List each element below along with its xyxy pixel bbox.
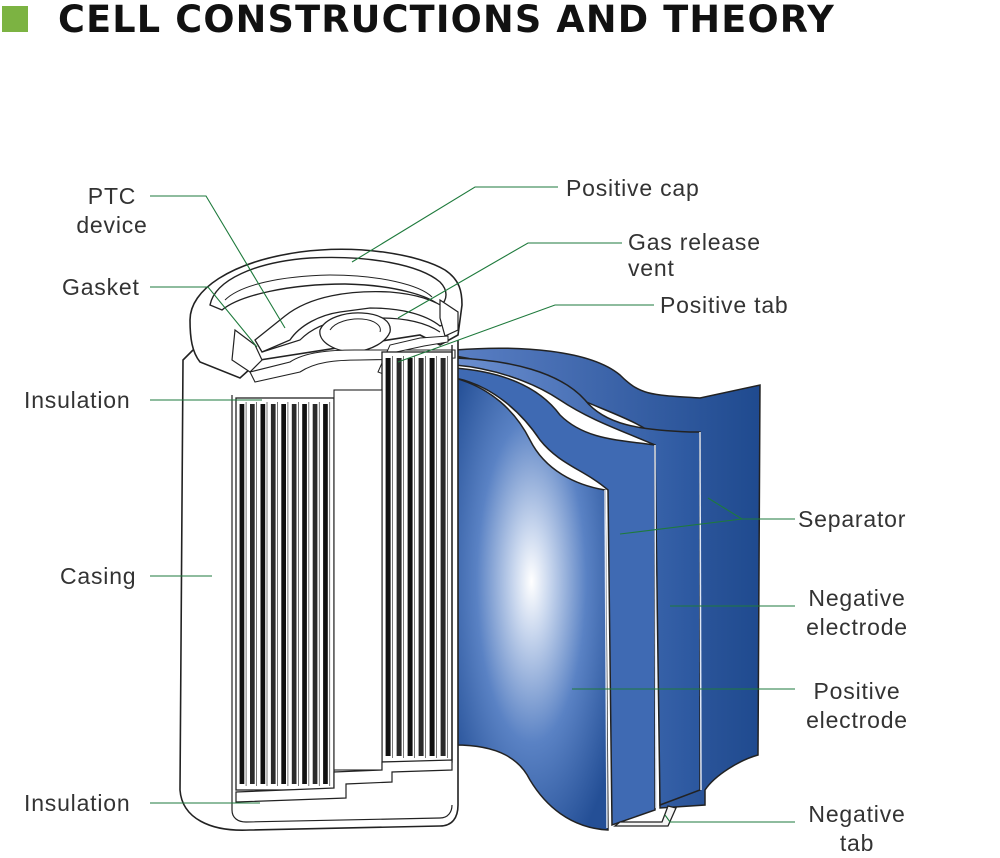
- label-gasket: Gasket: [62, 274, 140, 300]
- electrode-layer-stripe: [250, 404, 255, 784]
- electrode-layer-stripe: [270, 404, 276, 784]
- electrode-layer-stripe: [302, 404, 307, 784]
- label-negative-tab: Negative tab: [808, 801, 906, 856]
- leader-gasket: [150, 286, 258, 348]
- gasket-right: [439, 298, 459, 337]
- label-ptc-device: PTC device: [76, 183, 148, 238]
- label-negative-electrode: Negative electrode: [806, 585, 908, 640]
- positive-electrode-sheet: [454, 377, 609, 831]
- title-accent-square: [2, 6, 28, 32]
- electrode-layer-stripe: [418, 358, 424, 756]
- negative-tab-shape: [613, 805, 677, 827]
- label-insulation-top: Insulation: [24, 387, 131, 413]
- separator-sheet: [454, 357, 701, 807]
- leader-gas-vent: [397, 242, 622, 319]
- right-electrode-stack: [381, 351, 453, 763]
- electrode-layer-stripe: [396, 358, 402, 756]
- positive-cap-shape: [209, 256, 447, 311]
- electrode-layer-stripe: [281, 404, 286, 784]
- electrode-layer-stripe: [440, 358, 446, 756]
- center-mandrel: [333, 389, 383, 771]
- electrode-layer-stripe: [429, 358, 435, 756]
- electrode-layer-stripe: [291, 404, 297, 784]
- gasket-shape: [231, 328, 263, 373]
- leader-positive-tab: [397, 304, 654, 363]
- electrode-layer-stripe: [407, 358, 413, 756]
- label-insulation-bottom: Insulation: [24, 790, 131, 816]
- label-positive-electrode: Positive electrode: [806, 678, 908, 733]
- leader-negative-tab: [664, 814, 795, 823]
- electrode-layer-stripe: [385, 358, 391, 756]
- electrode-sheets: [454, 347, 761, 831]
- cell-casing: [179, 248, 463, 831]
- leader-lines: [150, 186, 795, 823]
- label-separator: Separator: [798, 506, 907, 532]
- negative-electrode-sheet: [454, 367, 656, 827]
- electrode-layer-stripe: [312, 404, 318, 784]
- leader-ptc: [150, 195, 286, 329]
- insulation-bottom-shape: [235, 759, 453, 803]
- title-bar: CELL CONSTRUCTIONS AND THEORY: [0, 0, 1000, 45]
- label-positive-tab: Positive tab: [660, 292, 789, 318]
- label-gas-release-vent: Gas release vent: [628, 229, 761, 281]
- gas-release-vent-shape: [319, 312, 391, 353]
- electrode-layer-stripe: [260, 404, 266, 784]
- electrode-layer-stripe: [239, 404, 245, 784]
- leader-separator-2: [619, 518, 743, 535]
- page-title: CELL CONSTRUCTIONS AND THEORY: [58, 0, 835, 41]
- leader-positive-cap: [351, 186, 558, 263]
- left-electrode-stack: [235, 397, 335, 791]
- label-casing: Casing: [60, 563, 137, 589]
- label-positive-cap: Positive cap: [566, 175, 700, 201]
- electrode-layer-stripe: [323, 404, 328, 784]
